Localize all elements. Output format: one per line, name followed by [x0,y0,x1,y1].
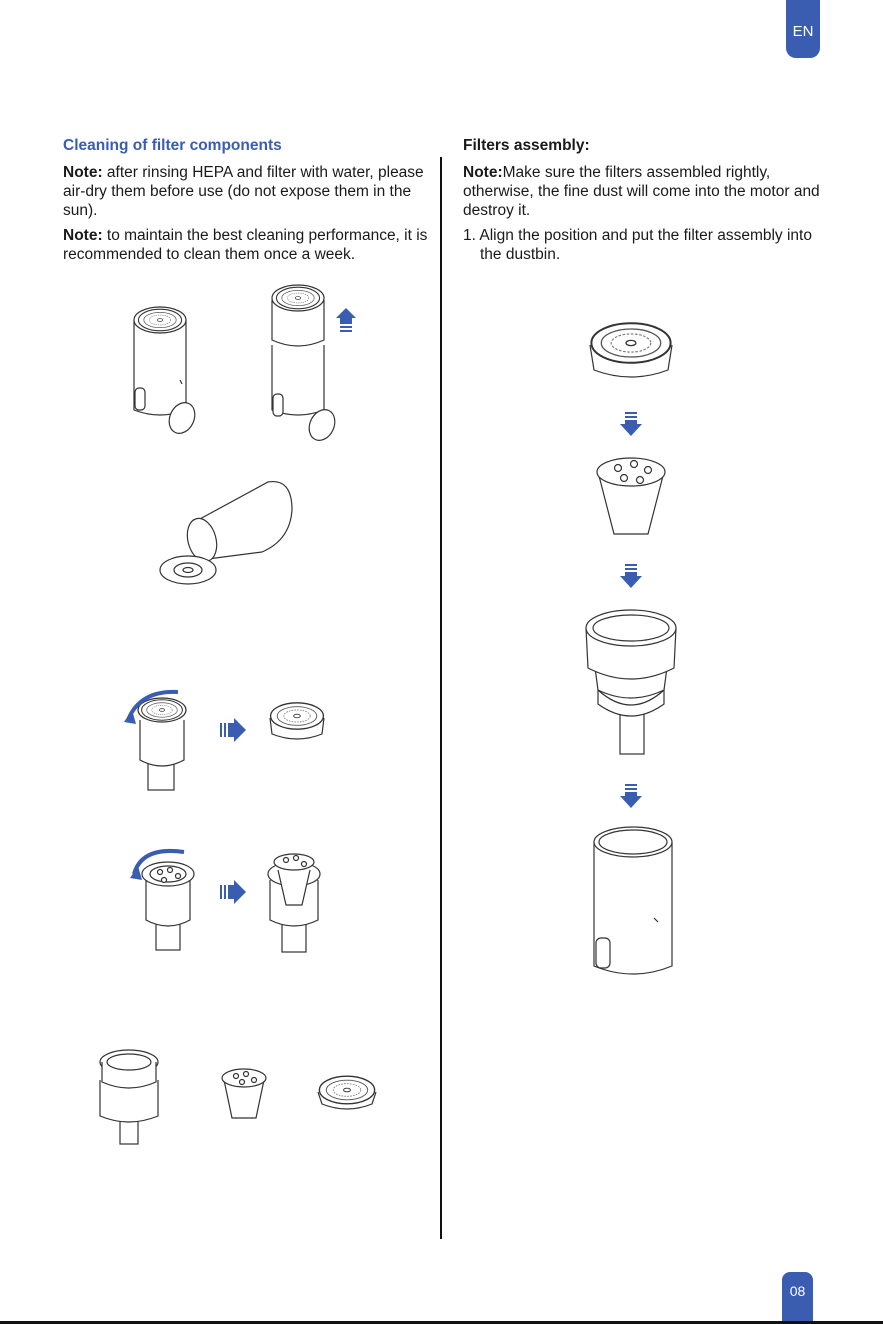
right-arrow-icon [220,718,246,742]
down-arrow-icon [620,412,642,436]
housing-part-illustration [100,1050,158,1144]
dustbin-open-illustration [160,482,292,584]
down-arrow-icon [620,784,642,808]
hepa-rotate-illustration [124,692,186,790]
assembly-dustbin-illustration [594,827,672,974]
right-arrow-icon [220,880,246,904]
up-arrow-icon [336,308,356,332]
page-number: 08 [782,1272,813,1321]
hepa-filter-illustration [270,703,324,739]
assembly-housing-illustration [586,610,676,754]
cone-rotate-illustration [130,851,194,950]
dustbin-closed-illustration [134,307,200,438]
hepa-filter-part-illustration [318,1076,376,1109]
down-arrow-icon [620,564,642,588]
dustbin-filter-lift-illustration [272,285,340,445]
cone-in-housing-illustration [268,854,320,952]
cone-filter-part-illustration [222,1069,266,1118]
assembly-cone-illustration [597,458,665,534]
assembly-hepa-illustration [590,323,672,377]
